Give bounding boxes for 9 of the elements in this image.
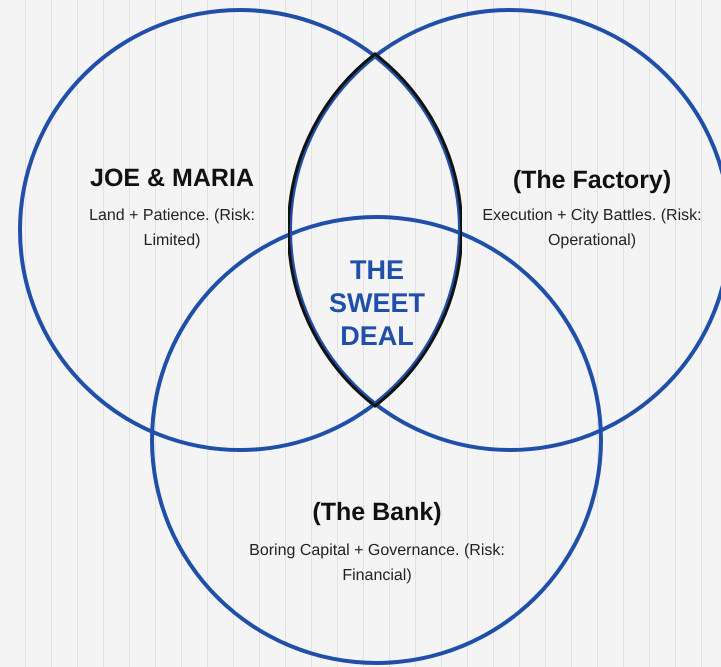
circle-description: Boring Capital + Governance. (Risk: Financial) bbox=[248, 541, 506, 586]
circle-heading: JOE & MARIA bbox=[89, 163, 255, 193]
center-label: THE SWEET DEAL bbox=[328, 254, 426, 353]
circle-heading: (The Bank) bbox=[311, 497, 443, 527]
circle-heading: (The Factory) bbox=[512, 165, 672, 195]
venn-circle bbox=[18, 8, 462, 452]
circle-description: Execution + City Battles. (Risk: Operational) bbox=[481, 206, 703, 251]
venn-circle bbox=[288, 8, 721, 452]
circle-description: Land + Patience. (Risk: Limited) bbox=[88, 206, 256, 251]
